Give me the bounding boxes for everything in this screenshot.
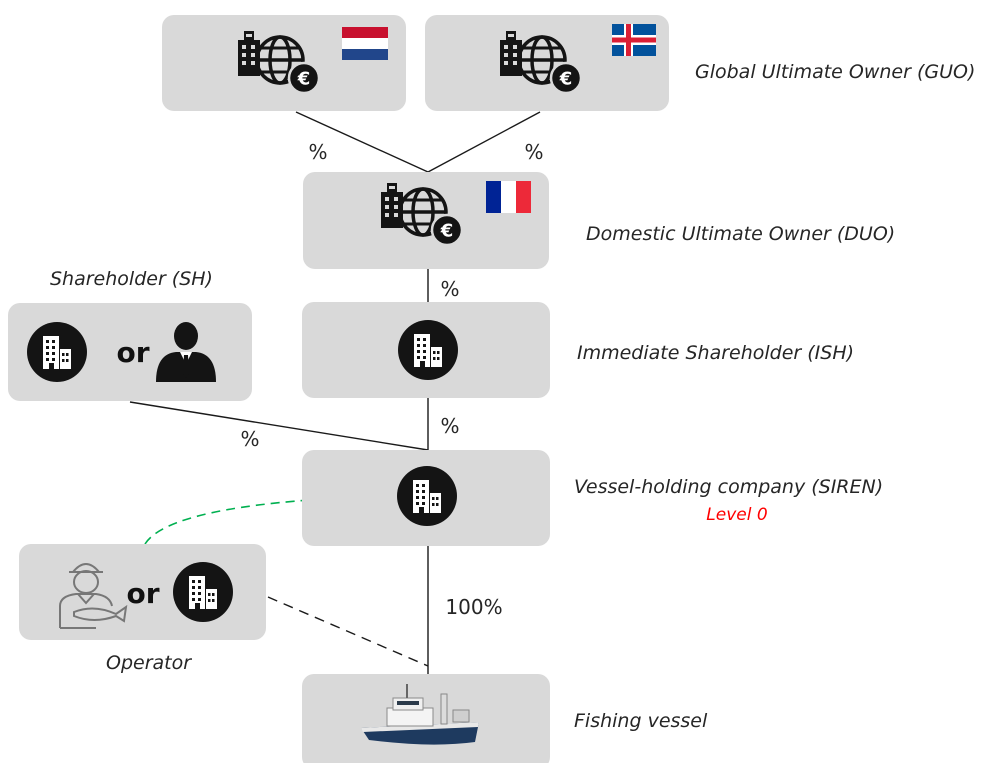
- operator-or-text: or: [126, 577, 159, 610]
- ish-label: Immediate Shareholder (ISH): [577, 342, 854, 364]
- connector-guo-left-duo: [295, 111, 429, 173]
- siren-box: [302, 450, 550, 546]
- company-icon: [27, 322, 87, 382]
- shareholder-box: or: [8, 303, 252, 401]
- connector-sh-siren: [129, 401, 429, 451]
- siren-label: Vessel-holding company (SIREN): [574, 476, 883, 498]
- company-icon: [398, 320, 458, 380]
- shareholder-or-text: or: [116, 336, 149, 369]
- duo-box: [303, 172, 549, 269]
- company-icon: [397, 466, 457, 526]
- pct-guo-right: %: [524, 140, 543, 164]
- connector-operator-vessel: [267, 596, 429, 667]
- vessel-label: Fishing vessel: [574, 710, 708, 732]
- pct-ish-siren: %: [440, 414, 459, 438]
- shareholder-label: Shareholder (SH): [50, 268, 213, 290]
- level-0-label: Level 0: [706, 505, 767, 525]
- connector-guo-right-duo: [427, 111, 541, 173]
- vessel-box: [302, 674, 550, 763]
- guo-left-box: [162, 15, 406, 111]
- operator-box: or: [19, 544, 266, 640]
- company-icon: [173, 562, 233, 622]
- flag-netherlands-icon: [342, 27, 388, 60]
- pct-guo-left: %: [308, 140, 327, 164]
- pct-duo-ish: %: [440, 277, 459, 301]
- duo-label: Domestic Ultimate Owner (DUO): [586, 223, 895, 245]
- flag-france-icon: [486, 181, 531, 213]
- guo-right-box: [425, 15, 669, 111]
- guo-label: Global Ultimate Owner (GUO): [695, 61, 975, 83]
- flag-iceland-icon: [612, 24, 656, 56]
- ish-box: [302, 302, 550, 398]
- operator-label: Operator: [106, 652, 192, 674]
- pct-siren-vessel: 100%: [445, 595, 502, 619]
- pct-sh-siren: %: [240, 427, 259, 451]
